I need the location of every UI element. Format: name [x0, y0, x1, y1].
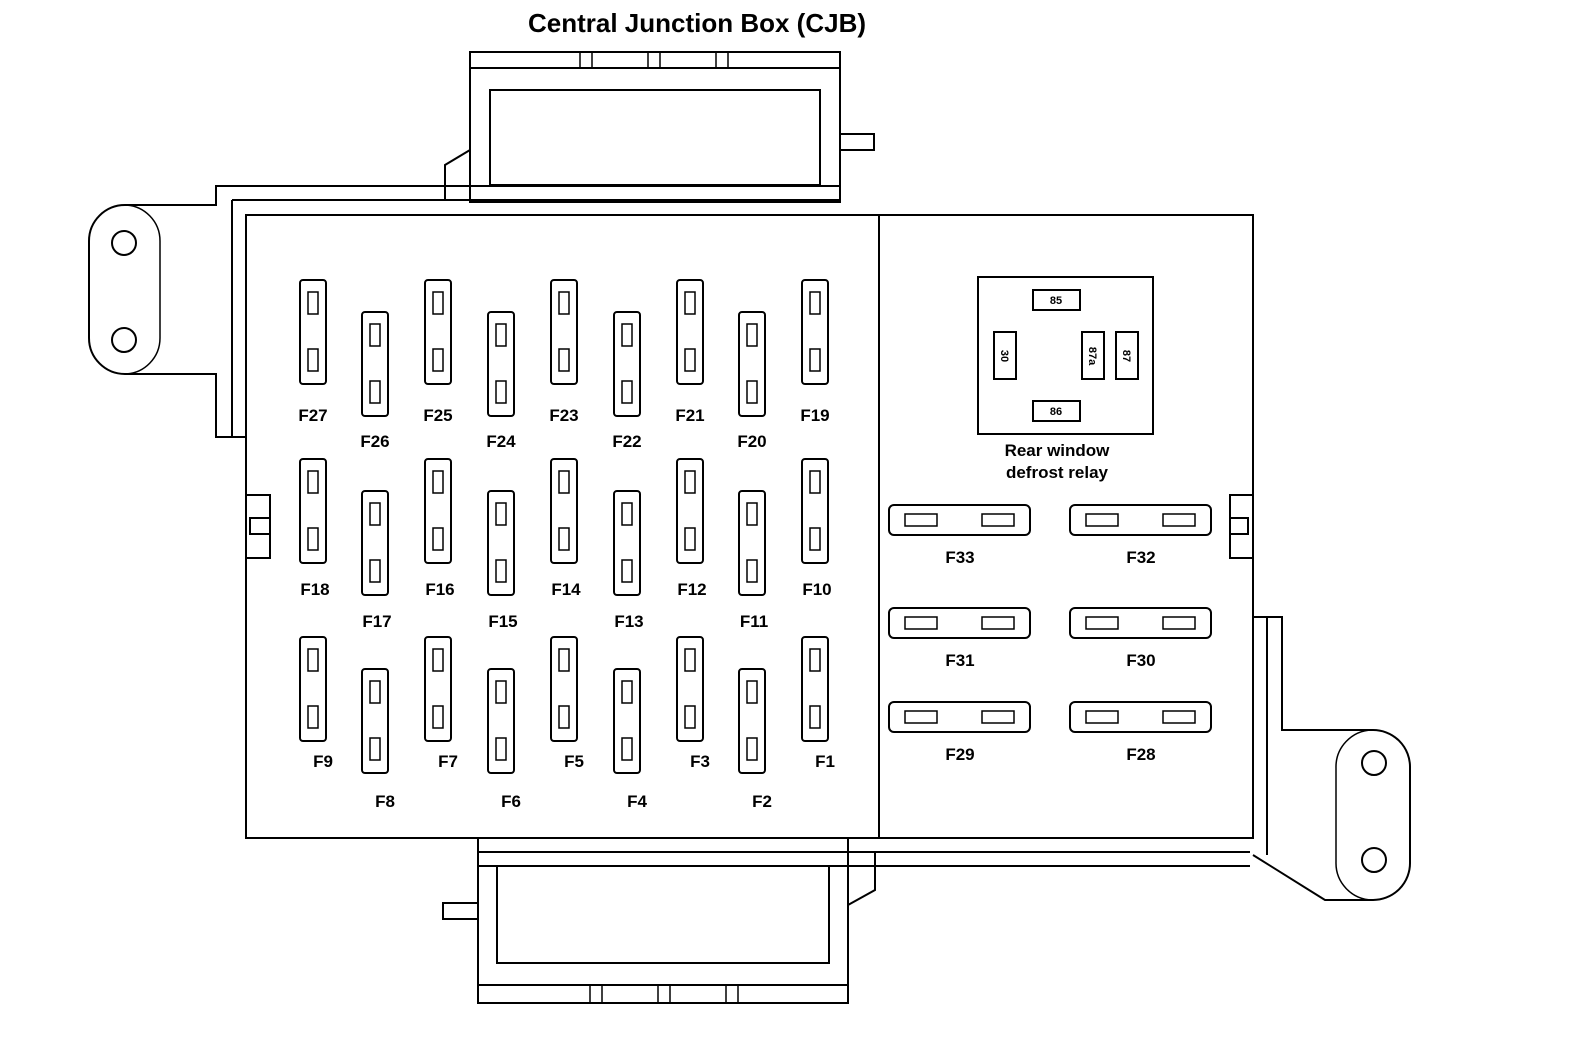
relay-caption: defrost relay [1006, 463, 1109, 482]
relay-pin-label: 30 [998, 350, 1010, 362]
fuse-label: F29 [945, 745, 974, 764]
fuse-label: F11 [740, 612, 768, 631]
fuse-label: F15 [488, 612, 517, 631]
fuse-label: F21 [675, 406, 704, 425]
fuse-label: F31 [945, 651, 974, 670]
mini-fuse: F23 [549, 279, 579, 425]
mini-fuse: F4 [613, 668, 647, 811]
mini-fuse: F10 [801, 458, 832, 599]
mini-fuse: F13 [613, 490, 644, 631]
fuse-label: F27 [298, 406, 327, 425]
fuse-label: F26 [360, 432, 389, 451]
mini-fuse: F17 [361, 490, 392, 631]
fuse-label: F20 [737, 432, 766, 451]
fuse-label: F16 [425, 580, 454, 599]
fuse-label: F12 [677, 580, 706, 599]
fuse-label: F7 [438, 752, 458, 771]
fuse-label: F18 [300, 580, 329, 599]
fuse-label: F5 [564, 752, 584, 771]
fuse-label: F32 [1126, 548, 1155, 567]
relay-caption: Rear window [1005, 441, 1111, 460]
fuse-label: F24 [486, 432, 516, 451]
fuse-label: F13 [614, 612, 643, 631]
fuse-label: F23 [549, 406, 578, 425]
fuse-label: F9 [313, 752, 333, 771]
fuse-label: F30 [1126, 651, 1155, 670]
mini-fuse: F16 [424, 458, 455, 599]
mini-fuse: F12 [676, 458, 707, 599]
fuse-label: F33 [945, 548, 974, 567]
maxi-fuse: F33 [888, 504, 1031, 567]
fuse-label: F1 [815, 752, 835, 771]
mini-fuse: F18 [299, 458, 330, 599]
mini-fuse: F22 [612, 311, 642, 451]
top-connector [444, 51, 875, 203]
rear-window-defrost-relay: 85 30 87a 87 86 Rear window defrost rela… [977, 276, 1154, 482]
mini-fuse: F26 [360, 311, 390, 451]
maxi-fuse: F28 [1069, 701, 1212, 764]
fuse-label: F17 [362, 612, 391, 631]
mini-fuse: F24 [486, 311, 516, 451]
maxi-fuse: F29 [888, 701, 1031, 764]
fuse-label: F8 [375, 792, 395, 811]
mini-fuse: F2 [738, 668, 772, 811]
mini-fuse: F25 [423, 279, 453, 425]
right-mounting-bracket [1252, 616, 1412, 902]
maxi-fuse: F30 [1069, 607, 1212, 670]
fuse-label: F10 [802, 580, 831, 599]
mini-fuse: F3 [676, 636, 710, 771]
mini-fuse: F7 [424, 636, 458, 771]
mini-fuse: F27 [298, 279, 328, 425]
relay-pin-label: 85 [1050, 295, 1062, 307]
mini-fuse: F1 [801, 636, 835, 771]
relay-pin-label: 87 [1120, 350, 1132, 362]
fuse-label: F22 [612, 432, 641, 451]
maxi-fuse: F32 [1069, 504, 1212, 567]
relay-pin-label: 87a [1086, 347, 1098, 366]
main-housing [245, 214, 1254, 839]
bottom-connector [442, 837, 1250, 1004]
mini-fuse: F9 [299, 636, 333, 771]
fuse-label: F14 [551, 580, 581, 599]
fuse-label: F3 [690, 752, 710, 771]
mini-fuse: F5 [550, 636, 584, 771]
maxi-fuse: F31 [888, 607, 1031, 670]
mini-fuse: F11 [738, 490, 768, 631]
left-mounting-bracket [88, 185, 840, 438]
fuse-label: F2 [752, 792, 772, 811]
fuse-label: F4 [627, 792, 647, 811]
mini-fuse: F20 [737, 311, 767, 451]
fuse-label: F19 [800, 406, 829, 425]
relay-pin-label: 86 [1050, 406, 1062, 418]
mini-fuse: F19 [800, 279, 830, 425]
fuse-label: F25 [423, 406, 452, 425]
fuse-label: F6 [501, 792, 521, 811]
fuse-label: F28 [1126, 745, 1155, 764]
mini-fuse: F8 [361, 668, 395, 811]
diagram-title: Central Junction Box (CJB) [528, 8, 866, 38]
mini-fuse: F15 [487, 490, 518, 631]
mini-fuse: F21 [675, 279, 705, 425]
mini-fuse: F6 [487, 668, 521, 811]
mini-fuse: F14 [550, 458, 581, 599]
